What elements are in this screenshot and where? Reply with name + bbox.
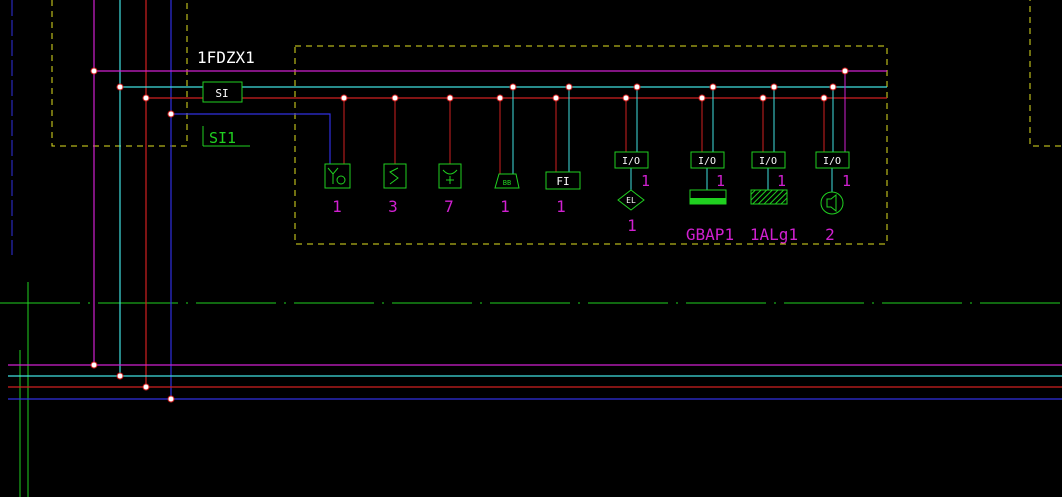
el-side-count: 1: [641, 172, 650, 190]
si-box-label: SI: [215, 87, 228, 100]
si1-label: SI1: [209, 129, 236, 147]
bell-count: 1: [500, 197, 510, 216]
panel-blue-feed: [171, 113, 331, 164]
svg-text:I/O: I/O: [622, 156, 640, 167]
svg-text:BB: BB: [503, 179, 511, 187]
speaker-side-count: 1: [842, 172, 851, 190]
fi-box-label: FI: [556, 175, 569, 188]
alarm-bell-icon: BB: [494, 173, 520, 189]
io-box-alg: I/O: [751, 151, 786, 169]
io-box-gbap: I/O: [690, 151, 725, 169]
svg-text:I/O: I/O: [698, 156, 716, 167]
smoke-count: 1: [332, 197, 342, 216]
alg-count: 1ALg1: [750, 225, 798, 244]
svg-text:EL: EL: [626, 196, 636, 205]
right-enclosure: [1029, 0, 1062, 147]
flame-count: 7: [444, 197, 454, 216]
gbap-count: GBAP1: [686, 225, 734, 244]
flame-detector-icon: [438, 163, 462, 189]
gbap-bar-icon: [689, 189, 727, 205]
io-box-speaker: I/O: [815, 151, 850, 169]
el-count: 1: [627, 216, 637, 235]
cyan-drops: [512, 87, 834, 192]
svg-text:I/O: I/O: [823, 156, 841, 167]
gbap-side-count: 1: [716, 172, 725, 190]
alg-hatched-icon: [750, 189, 788, 205]
red-drops: [343, 98, 825, 174]
svg-text:I/O: I/O: [759, 156, 777, 167]
smoke-detector-icon: [324, 163, 351, 189]
fi-count: 1: [556, 197, 566, 216]
si-box: [202, 81, 243, 103]
panel-title: 1FDZX1: [197, 48, 255, 67]
heat-count: 3: [388, 197, 398, 216]
junction-dots: [90, 67, 849, 403]
panel-enclosure: [294, 45, 888, 245]
el-diamond-icon: EL: [617, 189, 645, 211]
fi-box: FI: [545, 171, 581, 190]
speaker-count: 2: [825, 225, 835, 244]
heat-detector-icon: [383, 163, 407, 189]
io-box-el: I/O: [614, 151, 649, 169]
alg-side-count: 1: [777, 172, 786, 190]
speaker-icon: [820, 191, 844, 215]
